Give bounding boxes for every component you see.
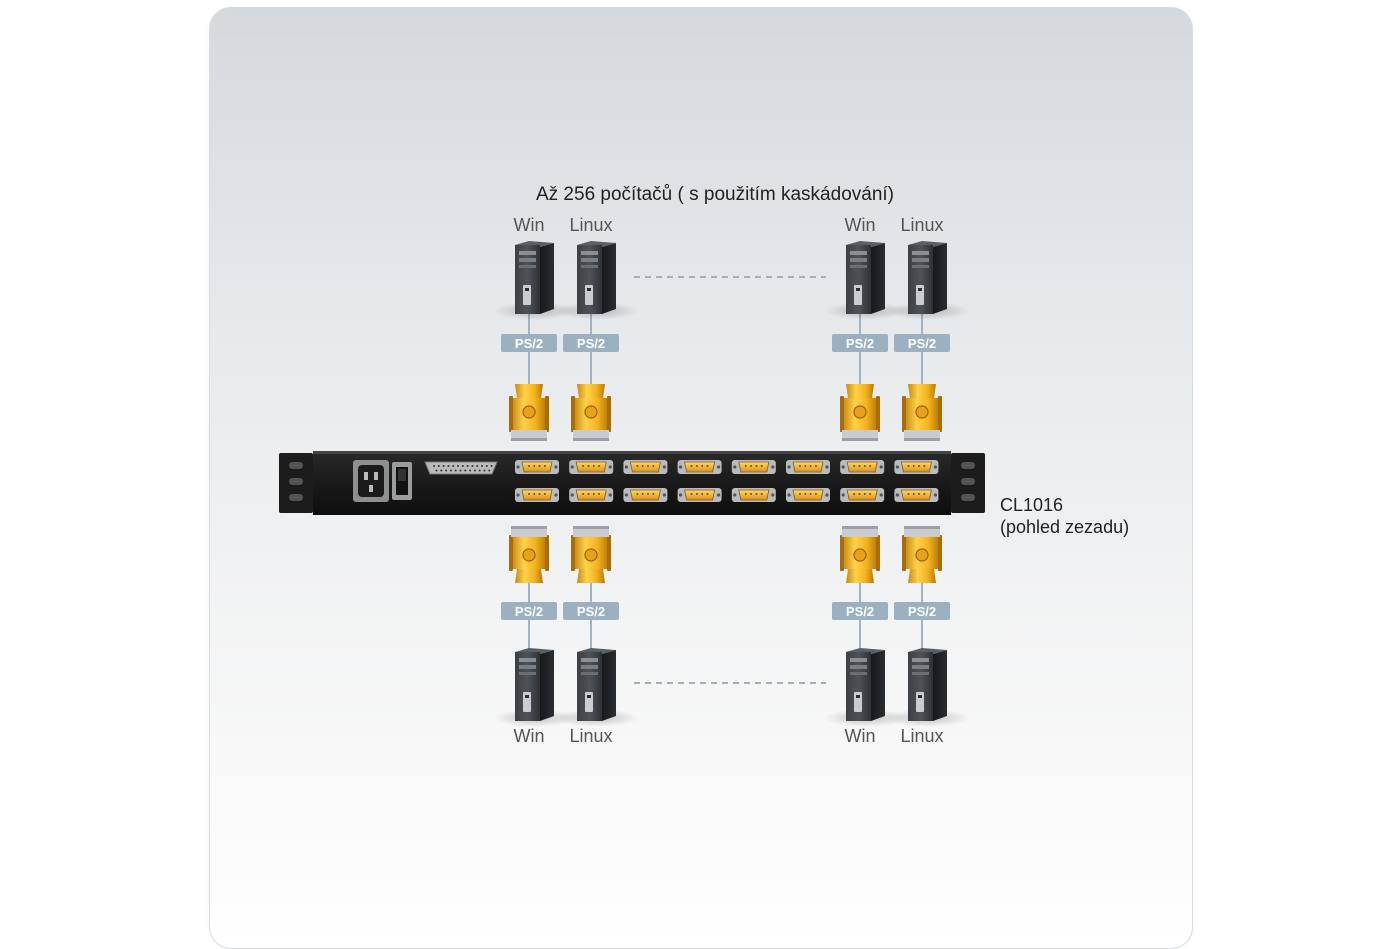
vga-connector-icon bbox=[509, 526, 549, 583]
os-label: Win bbox=[514, 726, 545, 746]
rack-ear-holes bbox=[289, 462, 975, 501]
kvm-port bbox=[623, 460, 668, 474]
ps2-cable-label: PS/2 bbox=[832, 334, 888, 352]
ps2-cable-label: PS/2 bbox=[894, 334, 950, 352]
console-port bbox=[424, 461, 498, 475]
cable-label-text: PS/2 bbox=[577, 604, 605, 619]
computer-tower-icon bbox=[555, 241, 639, 320]
computer-tower-icon bbox=[493, 241, 577, 320]
kvm-port bbox=[515, 460, 559, 474]
ps2-cable-label: PS/2 bbox=[501, 334, 557, 352]
device-view: (pohled zezadu) bbox=[1000, 517, 1129, 537]
kvm-port bbox=[569, 460, 614, 474]
cable-label-text: PS/2 bbox=[515, 604, 543, 619]
kvm-port bbox=[623, 488, 668, 502]
os-label: Linux bbox=[569, 215, 612, 235]
cable-label-text: PS/2 bbox=[515, 336, 543, 351]
ps2-cable-label: PS/2 bbox=[563, 602, 619, 620]
kvm-port bbox=[894, 460, 939, 474]
vga-connector-icon bbox=[840, 526, 880, 583]
kvm-switch-rear-panel bbox=[279, 451, 985, 515]
cable-label-text: PS/2 bbox=[846, 336, 874, 351]
cable-label-text: PS/2 bbox=[908, 604, 936, 619]
computer-tower-icon bbox=[493, 648, 577, 727]
kvm-port bbox=[677, 460, 722, 474]
os-label: Linux bbox=[900, 215, 943, 235]
os-label: Win bbox=[845, 215, 876, 235]
ps2-cable-label: PS/2 bbox=[501, 602, 557, 620]
vga-connector-icon bbox=[571, 526, 611, 583]
os-label: Linux bbox=[569, 726, 612, 746]
kvm-port bbox=[515, 488, 559, 502]
computer-tower-icon bbox=[886, 648, 970, 727]
os-label: Linux bbox=[900, 726, 943, 746]
vga-connector-icon bbox=[902, 384, 942, 441]
cable-label-text: PS/2 bbox=[908, 336, 936, 351]
vga-connector-icon bbox=[571, 384, 611, 441]
kvm-port bbox=[731, 460, 776, 474]
vga-connector-icon bbox=[902, 526, 942, 583]
ps2-cable-label: PS/2 bbox=[894, 602, 950, 620]
computer-tower-icon bbox=[824, 241, 908, 320]
computer-tower-icon bbox=[886, 241, 970, 320]
kvm-port bbox=[731, 488, 776, 502]
cable-label-text: PS/2 bbox=[577, 336, 605, 351]
os-label: Win bbox=[514, 215, 545, 235]
vga-connector-icon bbox=[840, 384, 880, 441]
diagram-title: Až 256 počítačů ( s použitím kaskádování… bbox=[536, 184, 894, 205]
kvm-port bbox=[677, 488, 722, 502]
kvm-port bbox=[786, 488, 830, 502]
kvm-port bbox=[840, 488, 885, 502]
computer-tower-icon bbox=[824, 648, 908, 727]
power-socket bbox=[353, 460, 389, 502]
cable-label-text: PS/2 bbox=[846, 604, 874, 619]
kvm-port bbox=[569, 488, 614, 502]
kvm-port bbox=[840, 460, 885, 474]
vga-connector-icon bbox=[509, 384, 549, 441]
kvm-port bbox=[894, 488, 939, 502]
kvm-port-array bbox=[515, 460, 939, 502]
ps2-cable-label: PS/2 bbox=[563, 334, 619, 352]
power-switch bbox=[392, 462, 412, 500]
ps2-cable-label: PS/2 bbox=[832, 602, 888, 620]
device-name: CL1016 bbox=[1000, 495, 1063, 515]
computer-tower-icon bbox=[555, 648, 639, 727]
os-label: Win bbox=[845, 726, 876, 746]
kvm-port bbox=[786, 460, 830, 474]
